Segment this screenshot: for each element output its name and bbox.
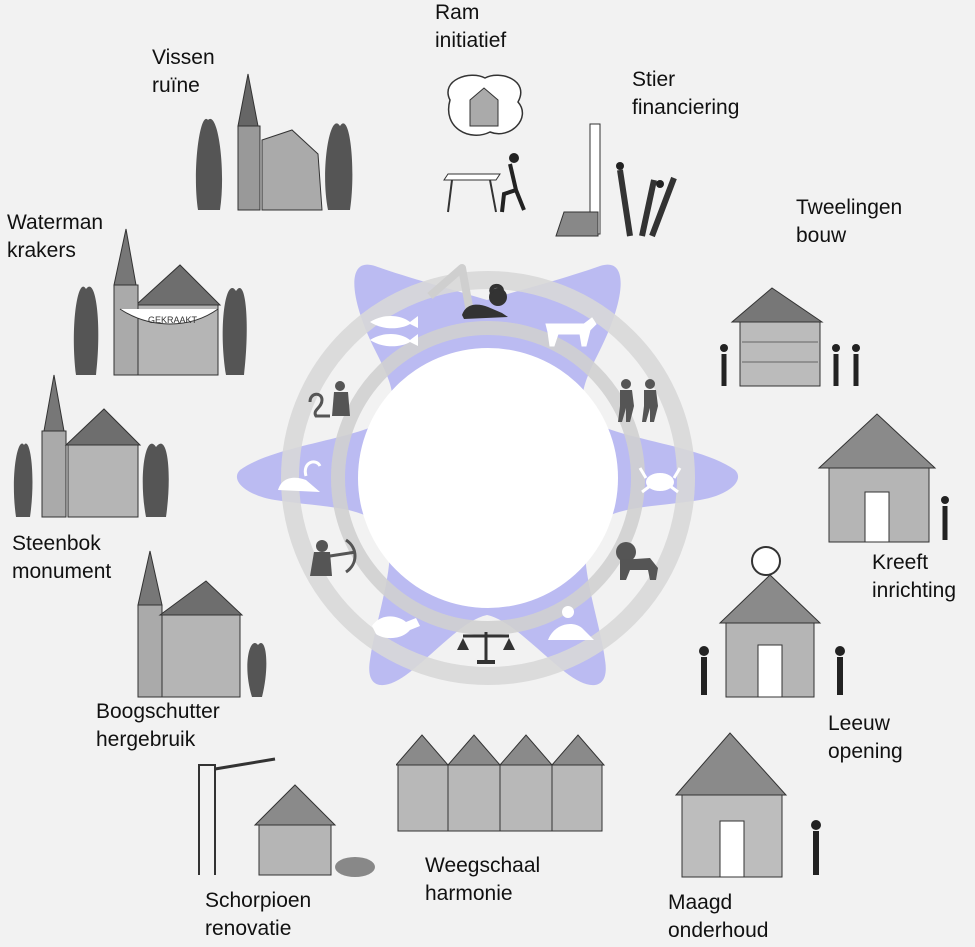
twins-icon	[618, 379, 658, 422]
phase-name: hergebruik	[96, 728, 196, 751]
label-boogschutter: Boogschutter hergebruik	[96, 698, 220, 754]
outer-ring	[281, 271, 695, 685]
label-maagd: Maagd onderhoud	[668, 889, 768, 945]
lion-icon	[616, 542, 658, 580]
center-disc	[358, 348, 618, 608]
sign-name: Boogschutter	[96, 700, 220, 723]
phase-name: bouw	[796, 224, 847, 247]
inner-ring	[331, 321, 645, 635]
sign-name: Schorpioen	[205, 889, 312, 912]
weegschaal-illustration	[396, 734, 606, 832]
steenbok-illustration	[13, 374, 169, 518]
label-stier: Stier financiering	[632, 66, 739, 122]
sign-name: Tweelingen	[796, 196, 903, 219]
label-vissen: Vissen ruïne	[152, 44, 215, 100]
label-waterman: Waterman krakers	[7, 209, 103, 265]
banner-text: GEKRAAKT	[148, 315, 198, 325]
sign-name: Stier	[632, 68, 676, 91]
stier-illustration	[555, 123, 677, 238]
schorpioen-illustration	[198, 757, 375, 877]
fish-icon	[370, 316, 418, 347]
crab-icon	[638, 467, 682, 494]
tweelingen-illustration	[720, 287, 860, 387]
virgin-icon	[548, 606, 594, 640]
phase-name: renovatie	[205, 917, 292, 940]
phase-name: harmonie	[425, 882, 513, 905]
cycle-arrow	[427, 264, 474, 313]
water-bearer-icon	[308, 381, 350, 418]
scales-icon	[457, 632, 515, 664]
sign-name: Ram	[435, 1, 480, 24]
phase-name: onderhoud	[668, 919, 769, 942]
leeuw-illustration	[699, 546, 845, 698]
archer-icon	[310, 538, 357, 576]
sign-name: Maagd	[668, 891, 733, 914]
sign-name: Vissen	[152, 46, 215, 69]
boogschutter-illustration	[137, 550, 267, 698]
bull-icon	[545, 317, 597, 347]
maagd-illustration	[674, 732, 821, 878]
phase-name: monument	[12, 560, 112, 583]
ibex-icon	[278, 460, 322, 492]
sign-name: Steenbok	[12, 532, 101, 555]
phase-name: inrichting	[872, 579, 957, 602]
label-steenbok: Steenbok monument	[12, 530, 111, 586]
sign-name: Waterman	[7, 211, 104, 234]
phase-name: initiatief	[435, 29, 507, 52]
phase-name: krakers	[7, 239, 76, 262]
label-ram: Ram initiatief	[435, 0, 506, 55]
ram-illustration	[443, 74, 526, 213]
scorpion-icon	[372, 616, 420, 639]
sign-name: Leeuw	[828, 712, 890, 735]
label-leeuw: Leeuw opening	[828, 710, 903, 766]
label-kreeft: Kreeft inrichting	[872, 549, 956, 605]
phase-name: opening	[828, 740, 903, 763]
phase-name: ruïne	[152, 74, 200, 97]
vissen-illustration	[195, 73, 353, 211]
sign-name: Weegschaal	[425, 854, 541, 877]
phase-name: financiering	[632, 96, 740, 119]
label-weegschaal: Weegschaal harmonie	[425, 852, 540, 908]
waterman-illustration: GEKRAAKT	[73, 228, 247, 376]
sign-name: Kreeft	[872, 551, 929, 574]
label-tweelingen: Tweelingen bouw	[796, 194, 902, 250]
ram-icon	[462, 284, 508, 319]
kreeft-illustration	[817, 413, 949, 543]
label-schorpioen: Schorpioen renovatie	[205, 887, 311, 943]
